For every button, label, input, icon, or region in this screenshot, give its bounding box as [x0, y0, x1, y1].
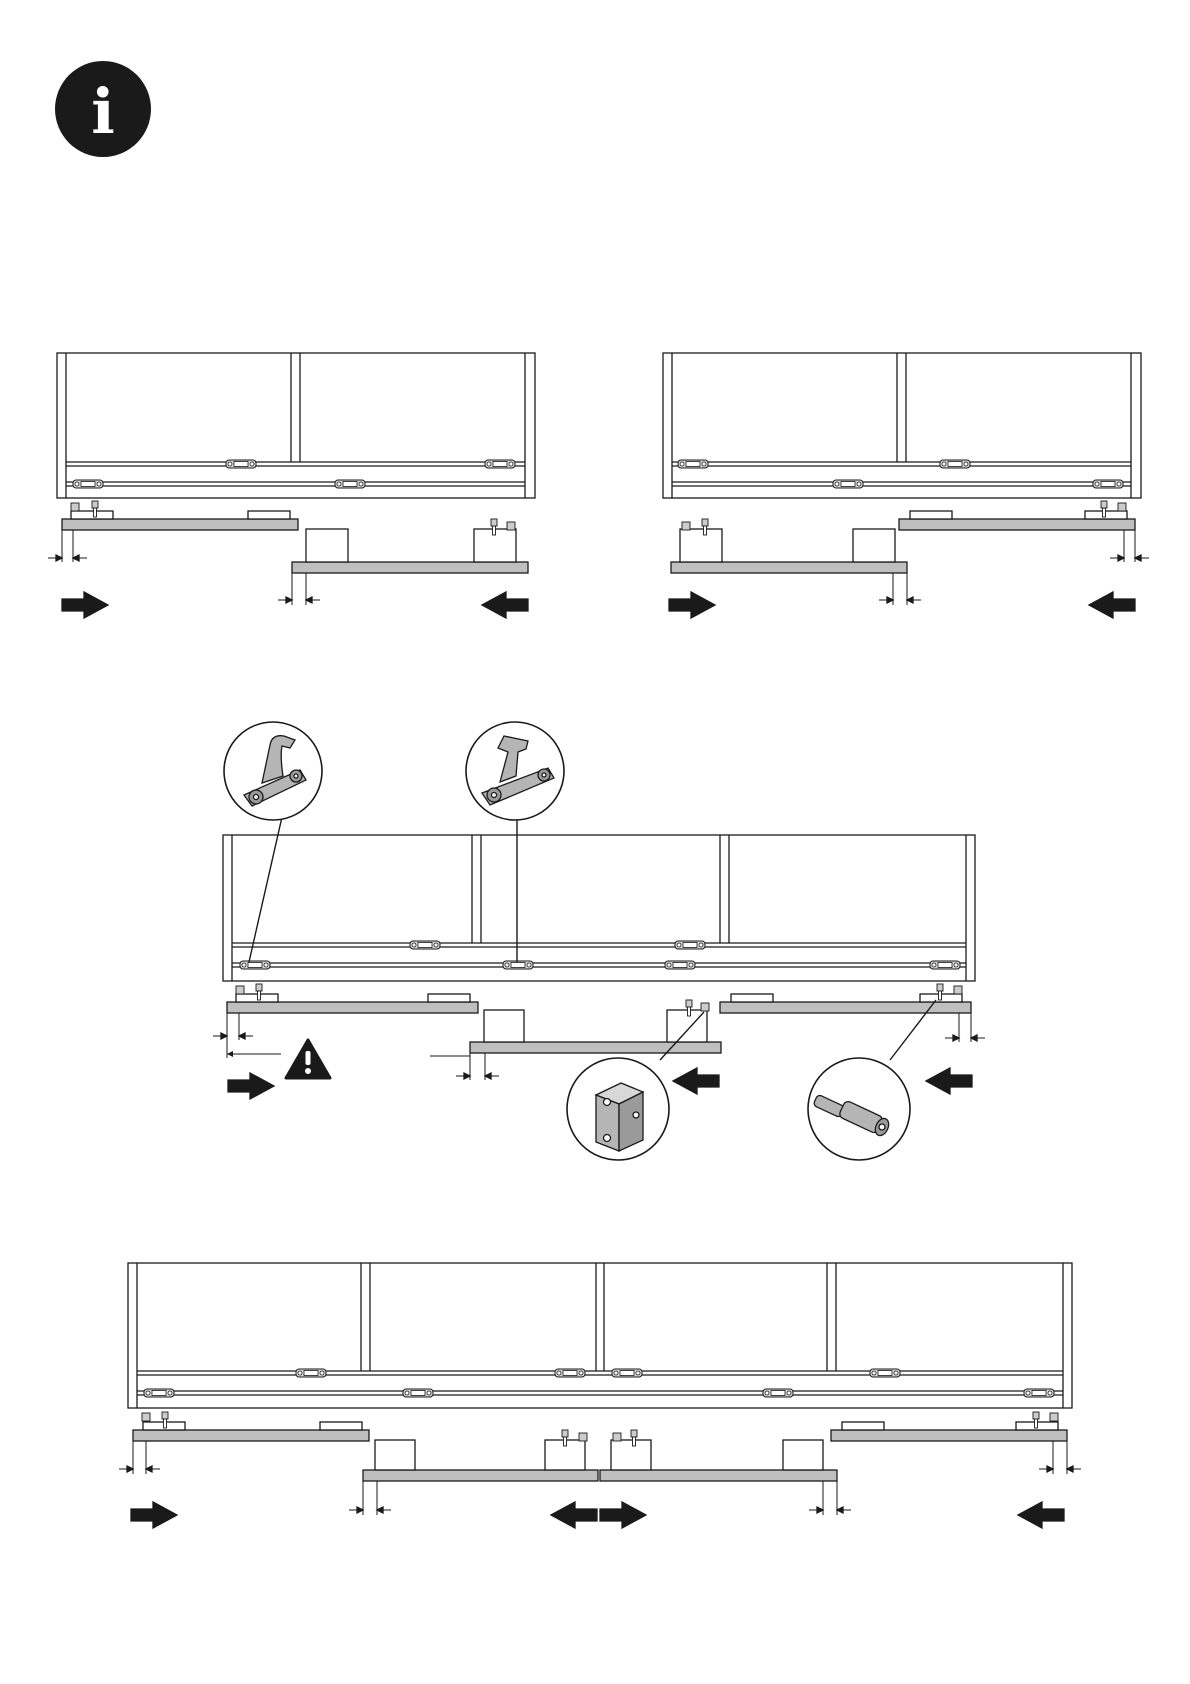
push-right-arrow: [228, 1073, 274, 1099]
svg-text:i: i: [91, 75, 115, 148]
two-door-config-a: [48, 353, 535, 605]
stop-pin-detail: [808, 1058, 910, 1160]
warning-triangle-icon: [286, 1040, 330, 1078]
push-left-arrow: [673, 1068, 719, 1094]
push-left-arrow: [926, 1068, 972, 1094]
four-door-config: [119, 1263, 1081, 1515]
push-right-arrow: [669, 592, 715, 618]
top-guide-bracket-right-detail: [466, 722, 564, 820]
push-right-arrow: [62, 592, 108, 618]
three-door-config: [213, 817, 985, 1080]
push-right-arrow: [131, 1502, 177, 1528]
stop-block-detail: [567, 1058, 669, 1160]
two-door-config-b: [663, 353, 1149, 605]
push-right-arrow: [600, 1502, 646, 1528]
push-left-arrow: [551, 1502, 597, 1528]
push-left-arrow: [1089, 592, 1135, 618]
info-icon: i: [55, 61, 151, 157]
top-guide-bracket-left-detail: [224, 722, 322, 820]
push-left-arrow: [482, 592, 528, 618]
push-left-arrow: [1018, 1502, 1064, 1528]
